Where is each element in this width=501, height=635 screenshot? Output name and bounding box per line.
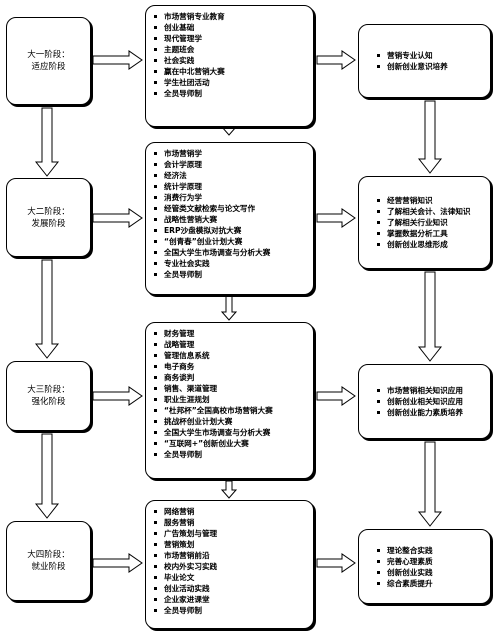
- stage-box-2: 大二阶段：发展阶段: [6, 178, 91, 257]
- list-item: 统计学原理: [150, 181, 313, 192]
- list-item: 全国大学生市场调查与分析大赛: [150, 247, 313, 258]
- course-box-3: 财务管理战略管理管理信息系统电子商务商务谈判销售、渠道管理职业生涯规划“杜邦杯”…: [145, 322, 314, 479]
- list-item: 市场营销前沿: [150, 550, 313, 561]
- arrow-course-down-2: [220, 295, 238, 321]
- stage-box-3: 大三阶段： 强化阶段: [6, 361, 91, 431]
- list-item: 企业家进课堂: [150, 594, 313, 605]
- stage-title: 大二阶段：: [27, 206, 70, 217]
- stage-title: 大一阶段：: [27, 50, 70, 60]
- stage-subtitle: 发展阶段: [31, 218, 66, 229]
- arrow-stage-down-1: [34, 107, 60, 177]
- list-item: 创新创业思维形成: [373, 239, 490, 250]
- course-box-2: 市场营销学会计学原理经济法统计学原理消费行为学经管类文献检索与论文写作战略性营销…: [145, 142, 314, 295]
- arrow-course-to-outcome-1: [316, 50, 356, 70]
- list-item: 营销专业认知: [373, 50, 490, 61]
- arrow-outcome-down-1: [417, 100, 443, 174]
- outcome-box-4: 理论整合实践完善心理素质创新创业实践综合素质提升: [358, 529, 491, 604]
- list-item: 现代管理学: [150, 33, 313, 44]
- list-item: 社会实践: [150, 55, 313, 66]
- list-item: 专业社会实践: [150, 258, 313, 269]
- list-item: 掌握数据分析工具: [373, 228, 490, 239]
- arrow-stage-to-course-4: [92, 553, 143, 573]
- list-item: 营销策划: [150, 539, 313, 550]
- arrow-stage-to-course-3: [92, 386, 143, 406]
- arrow-course-to-outcome-4: [316, 553, 356, 573]
- list-item: 网络营销: [150, 506, 313, 517]
- list-item: 会计学原理: [150, 159, 313, 170]
- outcome-box-3: 市场营销相关知识应用创新创业相关知识应用创新创业能力素质培养: [358, 364, 491, 439]
- list-item: 了解相关会计、法律知识: [373, 206, 490, 217]
- stage-box-1: 大一阶段： 适应阶段: [6, 17, 91, 105]
- list-item: 财务管理: [150, 328, 313, 339]
- list-item: 综合素质提升: [373, 578, 490, 589]
- list-item: 经济法: [150, 170, 313, 181]
- arrow-outcome-down-3: [417, 441, 443, 527]
- list-item: 了解相关行业知识: [373, 217, 490, 228]
- stage-title: 大三阶段：: [27, 385, 70, 395]
- list-item: 学生社团活动: [150, 77, 313, 88]
- list-item: 全员导师制: [150, 88, 313, 99]
- list-item: 电子商务: [150, 361, 313, 372]
- arrow-course-to-outcome-2: [316, 208, 356, 228]
- list-item: 全员导师制: [150, 605, 313, 616]
- list-item: 赢在中北营销大赛: [150, 66, 313, 77]
- list-item: 全员导师制: [150, 449, 313, 460]
- stage-title: 大四阶段：: [27, 550, 70, 560]
- list-item: 消费行为学: [150, 192, 313, 203]
- arrow-stage-down-2: [34, 259, 60, 359]
- list-item: “杜邦杯”全国高校市场营销大赛: [150, 405, 313, 416]
- list-item: 创业基础: [150, 22, 313, 33]
- list-item: 战略性营销大赛: [150, 214, 313, 225]
- list-item: 主题班会: [150, 44, 313, 55]
- arrow-stage-to-course-2: [92, 208, 143, 228]
- list-item: 市场营销相关知识应用: [373, 385, 490, 396]
- list-item: 创新创业相关知识应用: [373, 396, 490, 407]
- list-item: 经管类文献检索与论文写作: [150, 203, 313, 214]
- list-item: 挑战杯创业计划大赛: [150, 416, 313, 427]
- stage-box-4: 大四阶段： 就业阶段: [6, 521, 91, 601]
- list-item: ERP沙盘模拟对抗大赛: [150, 225, 313, 236]
- list-item: 商务谈判: [150, 372, 313, 383]
- stage-subtitle: 适应阶段: [31, 62, 66, 72]
- list-item: 全国大学生市场调查与分析大赛: [150, 427, 313, 438]
- arrow-outcome-down-2: [417, 271, 443, 362]
- list-item: 创业活动实践: [150, 583, 313, 594]
- list-item: 服务营销: [150, 517, 313, 528]
- outcome-box-2: 经营营销知识了解相关会计、法律知识了解相关行业知识掌握数据分析工具创新创业思维形…: [358, 176, 491, 269]
- list-item: 经营营销知识: [373, 195, 490, 206]
- list-item: 创新创业实践: [373, 567, 490, 578]
- list-item: 广告策划与管理: [150, 528, 313, 539]
- list-item: 创新创业意识培养: [373, 61, 490, 72]
- outcome-box-1: 营销专业认知创新创业意识培养: [358, 24, 491, 98]
- list-item: “互联网+”创新创业大赛: [150, 438, 313, 449]
- course-box-1: 市场营销专业教育创业基础现代管理学主题班会社会实践赢在中北营销大赛学生社团活动全…: [145, 5, 314, 127]
- list-item: 理论整合实践: [373, 545, 490, 556]
- list-item: 战略管理: [150, 339, 313, 350]
- list-item: 市场营销学: [150, 148, 313, 159]
- list-item: 全员导师制: [150, 269, 313, 280]
- arrow-stage-to-course-1: [92, 50, 143, 70]
- list-item: 管理信息系统: [150, 350, 313, 361]
- list-item: 创新创业能力素质培养: [373, 407, 490, 418]
- stage-subtitle: 就业阶段: [31, 562, 66, 572]
- list-item: 完善心理素质: [373, 556, 490, 567]
- course-box-4: 网络营销服务营销广告策划与管理营销策划市场营销前沿校内外实习实践毕业论文创业活动…: [145, 500, 314, 629]
- arrow-course-to-outcome-3: [316, 386, 356, 406]
- stage-subtitle: 强化阶段: [31, 397, 66, 407]
- arrow-course-down-3: [220, 480, 238, 499]
- list-item: 毕业论文: [150, 572, 313, 583]
- list-item: “创青春”创业计划大赛: [150, 236, 313, 247]
- arrow-stage-down-3: [34, 433, 60, 519]
- list-item: 市场营销专业教育: [150, 11, 313, 22]
- list-item: 职业生涯规划: [150, 394, 313, 405]
- list-item: 校内外实习实践: [150, 561, 313, 572]
- list-item: 销售、渠道管理: [150, 383, 313, 394]
